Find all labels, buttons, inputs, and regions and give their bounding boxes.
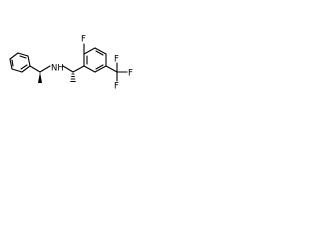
bond-ar-inner-3 [95,64,104,70]
bond-ph-2 [17,52,29,57]
bond-ph-6 [9,58,13,70]
bond-ph-4 [21,65,31,73]
bond-ph-5 [11,68,23,73]
bond-n-c2 [62,65,74,73]
structure-drawing: NH F F F F [9,35,133,92]
atom-f-top-label: F [114,55,119,65]
atom-f-bottom-label: F [114,82,119,92]
atom-labels: NH F F F F [51,35,133,92]
bond-ph-inner-2 [20,64,28,70]
molecule-canvas: NH F F F F [0,0,152,152]
bond-ar-2 [83,47,96,55]
atom-f-right-label: F [128,69,133,79]
wedge-left-methyl [38,72,42,83]
bond-ph-inner-3 [11,59,14,67]
bond-ar-5 [94,65,107,73]
bond-ar-cf3 [105,65,118,73]
bonds [9,43,128,83]
bond-ph-3 [27,55,31,67]
atom-nh-label: NH [51,64,64,74]
bond-ph-1 [9,52,19,60]
hash-right-methyl [70,73,76,83]
bond-ar-3 [94,47,107,55]
bond-ph-c1 [29,65,41,73]
bond-c1-n [39,65,51,73]
atom-f-ring-label: F [81,35,86,45]
bond-ph-inner-1 [19,55,27,59]
bond-ar-6 [83,65,96,73]
bond-ar-inner-2 [95,50,104,56]
bond-c2-ar [72,65,85,73]
